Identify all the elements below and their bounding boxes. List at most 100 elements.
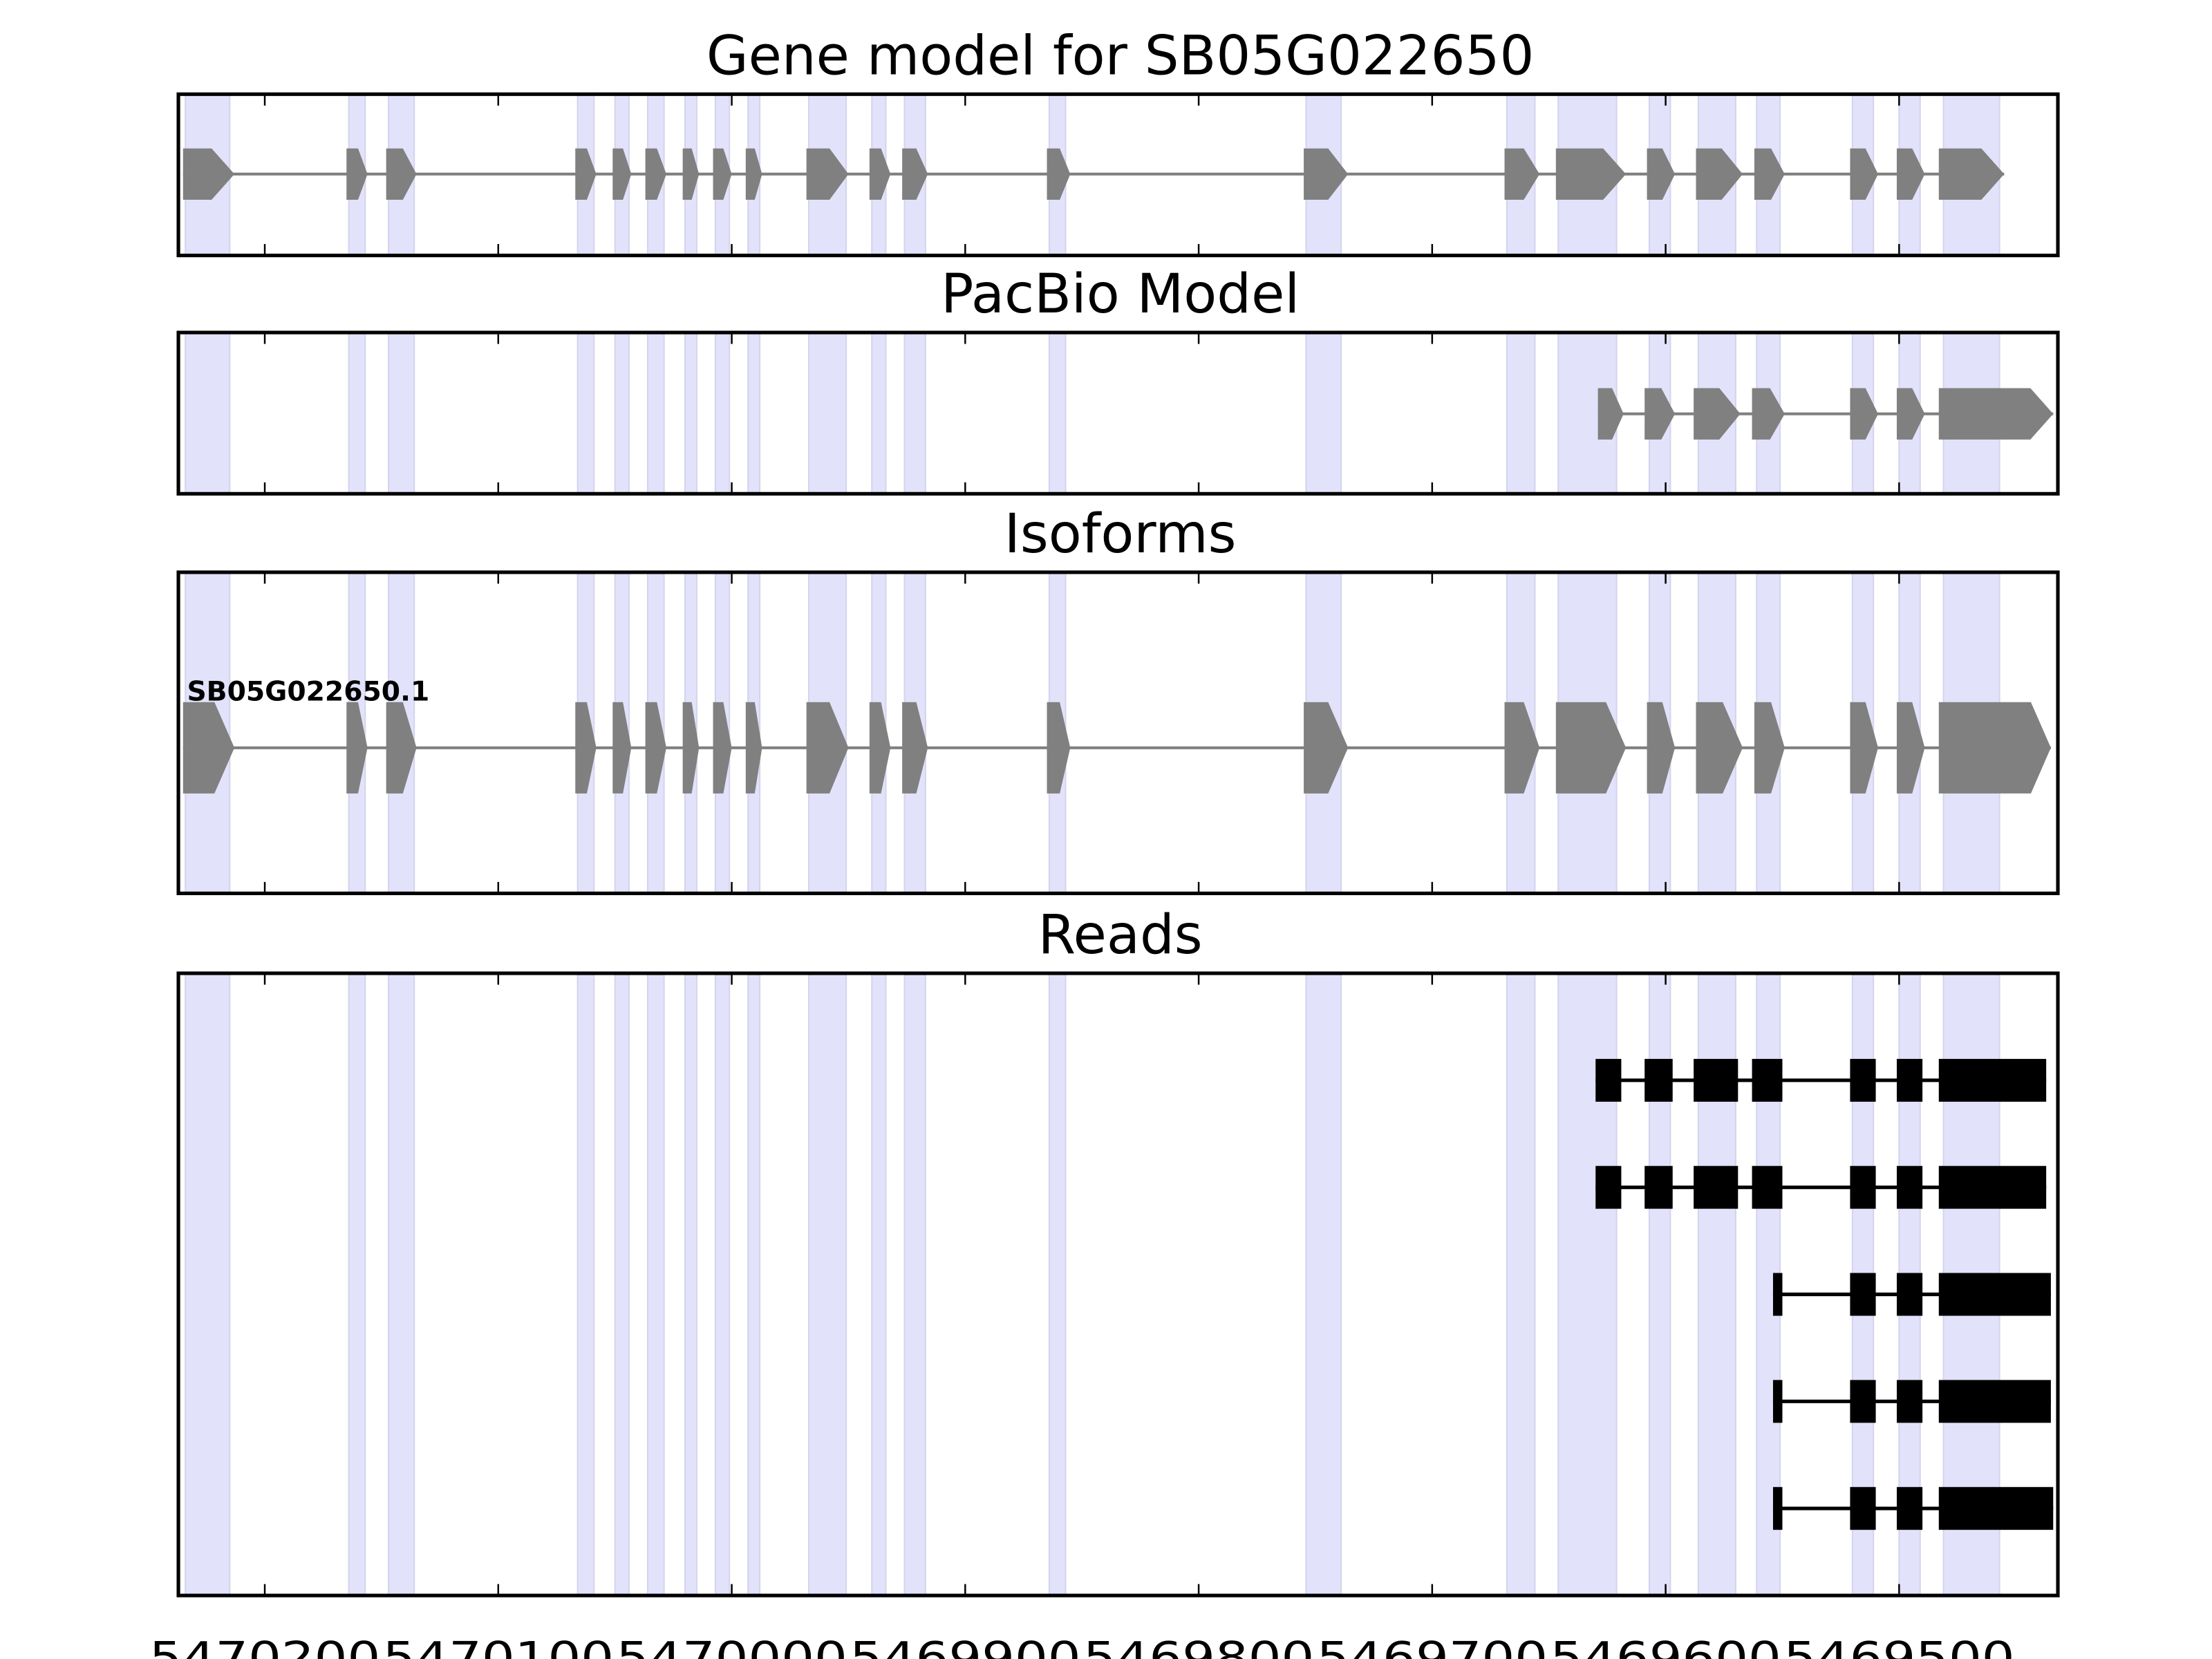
panel-title: Gene model for SB05G022650 bbox=[706, 24, 1535, 87]
shaded-exon-region bbox=[684, 972, 697, 1597]
read-exon-block bbox=[1850, 1487, 1876, 1530]
x-tick-label: 5469700 bbox=[1317, 1633, 1548, 1659]
exon-arrow bbox=[902, 148, 928, 200]
read-exon-block bbox=[1850, 1273, 1876, 1316]
exon-arrow bbox=[713, 702, 732, 794]
exon-arrow bbox=[1850, 388, 1878, 440]
pacbio-model-panel: PacBio Model bbox=[176, 262, 2060, 496]
exon-arrow bbox=[1047, 148, 1071, 200]
read-exon-block bbox=[1850, 1058, 1876, 1102]
gene-model-panel: Gene model for SB05G022650 bbox=[176, 24, 2060, 258]
shaded-exon-region bbox=[747, 972, 761, 1597]
exon-arrow bbox=[645, 148, 666, 200]
panel-title: PacBio Model bbox=[941, 262, 1300, 326]
exon-arrow bbox=[869, 148, 891, 200]
exon-arrow bbox=[806, 702, 849, 794]
exon-arrow bbox=[1754, 148, 1785, 200]
x-tick-label: 5469900 bbox=[850, 1633, 1080, 1659]
shaded-exon-region bbox=[614, 972, 630, 1597]
shaded-exon-region bbox=[1506, 972, 1536, 1597]
exon-arrow bbox=[1850, 702, 1878, 794]
read-exon-block bbox=[1896, 1058, 1923, 1102]
x-tick-label: 5470000 bbox=[616, 1633, 847, 1659]
exon-arrow bbox=[745, 702, 762, 794]
exon-arrow bbox=[1752, 388, 1785, 440]
shaded-exon-region bbox=[714, 331, 731, 495]
exon-arrow bbox=[682, 148, 700, 200]
read-exon-block bbox=[1752, 1058, 1783, 1102]
read-exon-block bbox=[1595, 1058, 1622, 1102]
panel-title: Reads bbox=[1038, 903, 1203, 966]
exon-arrow bbox=[1555, 148, 1627, 200]
exon-arrow bbox=[575, 702, 597, 794]
shaded-exon-region bbox=[577, 331, 595, 495]
x-tick-label: 5470200 bbox=[149, 1633, 380, 1659]
exon-arrow bbox=[386, 148, 417, 200]
shaded-exon-region bbox=[185, 972, 231, 1597]
shaded-exon-region bbox=[348, 972, 366, 1597]
read-exon-block bbox=[1938, 1273, 2051, 1316]
exon-arrow bbox=[869, 702, 891, 794]
exon-arrow bbox=[346, 702, 368, 794]
exon-arrow bbox=[1647, 702, 1676, 794]
shaded-exon-region bbox=[714, 972, 731, 1597]
shaded-exon-region bbox=[1048, 331, 1067, 495]
exon-arrow bbox=[346, 148, 368, 200]
exon-arrow bbox=[1896, 702, 1925, 794]
shaded-exon-region bbox=[388, 972, 415, 1597]
shaded-exon-region bbox=[646, 331, 665, 495]
exon-arrow bbox=[1896, 388, 1925, 440]
x-tick-label: 5469800 bbox=[1083, 1633, 1314, 1659]
exon-arrow bbox=[1504, 702, 1540, 794]
shaded-exon-region bbox=[1305, 972, 1342, 1597]
shaded-exon-region bbox=[388, 331, 415, 495]
isoforms-panel: Isoforms SB05G022650.1 bbox=[176, 502, 2060, 895]
exon-arrow bbox=[1896, 148, 1925, 200]
shaded-exon-region bbox=[1305, 331, 1342, 495]
shaded-exon-region bbox=[807, 331, 847, 495]
exon-arrow bbox=[1647, 148, 1676, 200]
exon-arrow bbox=[1938, 702, 2051, 794]
panel-frame bbox=[176, 570, 2060, 895]
read-exon-block bbox=[1896, 1380, 1923, 1423]
shaded-exon-region bbox=[614, 331, 630, 495]
read-exon-block bbox=[1595, 1165, 1622, 1209]
exon-arrow bbox=[902, 702, 928, 794]
exon-arrow bbox=[682, 702, 700, 794]
read-exon-block bbox=[1938, 1487, 2054, 1530]
x-tick-label: 5469600 bbox=[1550, 1633, 1781, 1659]
read-exon-block bbox=[1850, 1165, 1876, 1209]
exon-arrow bbox=[1047, 702, 1071, 794]
panel-title: Isoforms bbox=[1004, 502, 1237, 565]
panel-frame bbox=[176, 971, 2060, 1597]
shaded-exon-region bbox=[871, 972, 887, 1597]
read-exon-block bbox=[1896, 1165, 1923, 1209]
exon-arrow bbox=[1696, 148, 1743, 200]
panel-frame bbox=[176, 92, 2060, 258]
read-exon-block bbox=[1938, 1380, 2051, 1423]
read-exon-block bbox=[1896, 1487, 1923, 1530]
read-exon-block bbox=[1694, 1165, 1738, 1209]
read-exon-block bbox=[1938, 1165, 2047, 1209]
read-exon-block bbox=[1752, 1165, 1783, 1209]
exon-arrow bbox=[182, 702, 235, 794]
panel-frame bbox=[176, 330, 2060, 496]
shaded-exon-region bbox=[577, 972, 595, 1597]
shaded-exon-region bbox=[903, 972, 926, 1597]
exon-arrow bbox=[1304, 702, 1349, 794]
read-exon-block bbox=[1850, 1380, 1876, 1423]
exon-arrow bbox=[612, 702, 632, 794]
exon-arrow bbox=[575, 148, 597, 200]
isoform-label: SB05G022650.1 bbox=[187, 677, 429, 708]
x-tick-label: 5470100 bbox=[383, 1633, 614, 1659]
shaded-exon-region bbox=[646, 972, 665, 1597]
read-exon-block bbox=[1772, 1273, 1783, 1316]
read-exon-block bbox=[1772, 1380, 1783, 1423]
read-exon-block bbox=[1896, 1273, 1923, 1316]
exon-arrow bbox=[1754, 702, 1785, 794]
exon-arrow bbox=[1304, 148, 1349, 200]
reads-panel: Reads bbox=[176, 903, 2060, 1597]
shaded-exon-region bbox=[747, 331, 761, 495]
exon-arrow bbox=[1694, 388, 1741, 440]
